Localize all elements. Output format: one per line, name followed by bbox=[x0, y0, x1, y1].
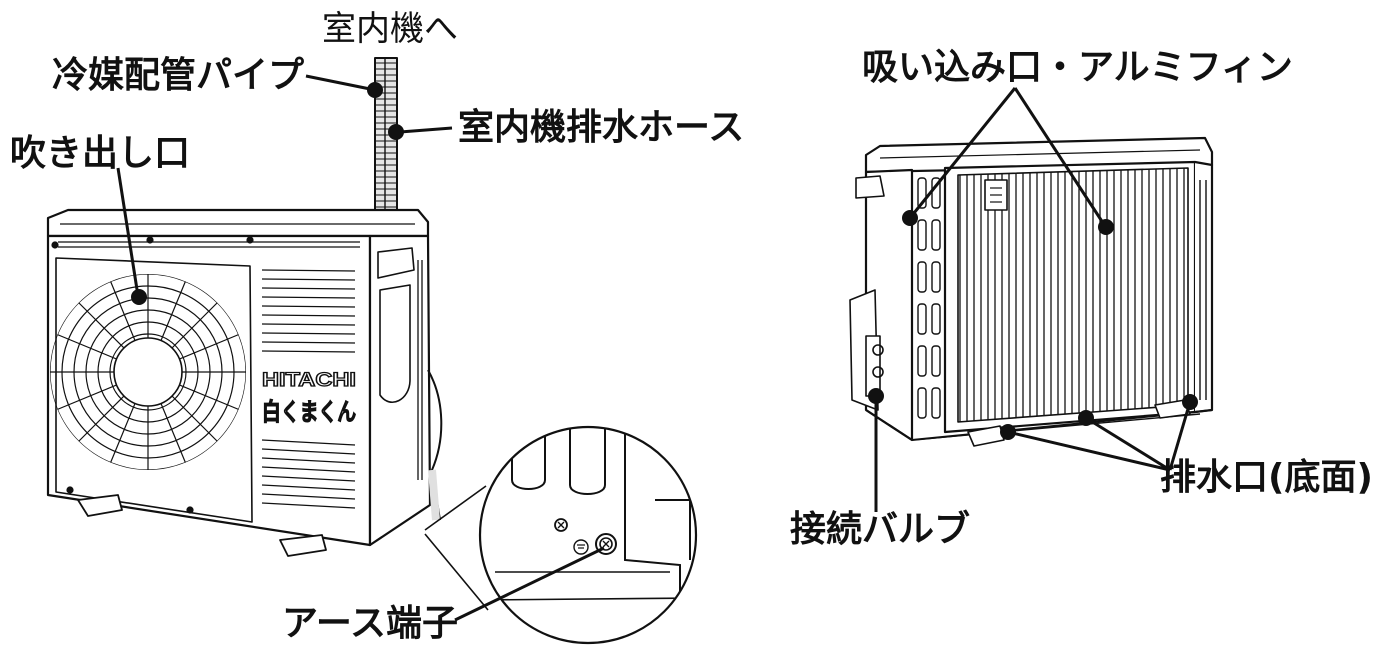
dot-air-inlet-right bbox=[1098, 219, 1114, 235]
callout-dots bbox=[131, 82, 1198, 440]
leader-drain-outlet-2 bbox=[1085, 416, 1171, 472]
label-indoor-drain-hose: 室内機排水ホース bbox=[458, 107, 745, 148]
label-connection-valve: 接続バルブ bbox=[790, 509, 971, 550]
brand-product-name: 白くまくん bbox=[262, 398, 356, 426]
label-air-outlet: 吹き出し口 bbox=[10, 133, 191, 174]
label-refrigerant-pipe: 冷媒配管パイプ bbox=[52, 55, 305, 96]
dot-drain-outlet-2 bbox=[1078, 410, 1094, 426]
earth-terminal-zoom bbox=[424, 425, 698, 645]
label-air-inlet-fins: 吸い込み口・アルミフィン bbox=[862, 47, 1293, 88]
dot-connection-valve bbox=[868, 388, 884, 404]
leader-air-inlet-1 bbox=[908, 87, 1017, 219]
outdoor-unit-front bbox=[46, 57, 443, 557]
dot-indoor-drain-hose bbox=[388, 124, 404, 140]
dot-refrigerant-pipe bbox=[367, 82, 383, 98]
dot-air-outlet bbox=[131, 289, 147, 305]
dot-air-inlet-left bbox=[902, 210, 918, 226]
leader-earth-terminal bbox=[454, 546, 605, 622]
leader-drain-outlet-1 bbox=[1007, 430, 1171, 472]
label-to-indoor-unit: 室内機へ bbox=[322, 9, 458, 49]
leader-indoor-drain-hose bbox=[399, 126, 453, 134]
dot-drain-outlet-3 bbox=[1182, 394, 1198, 410]
leader-drain-outlet-3 bbox=[1168, 401, 1192, 471]
label-earth-terminal: アース端子 bbox=[282, 603, 459, 644]
refrigerant-pipe bbox=[374, 57, 398, 231]
leader-lines bbox=[116, 74, 1192, 622]
outdoor-unit-rear bbox=[849, 136, 1214, 447]
leader-air-inlet-2 bbox=[1013, 87, 1107, 227]
brand-logo: HITACHI bbox=[262, 370, 356, 391]
leader-refrigerant-pipe bbox=[305, 74, 376, 92]
leader-air-outlet bbox=[116, 167, 140, 297]
label-drain-outlet: 排水口(底面) bbox=[1160, 457, 1373, 498]
dot-drain-outlet-1 bbox=[1000, 424, 1016, 440]
